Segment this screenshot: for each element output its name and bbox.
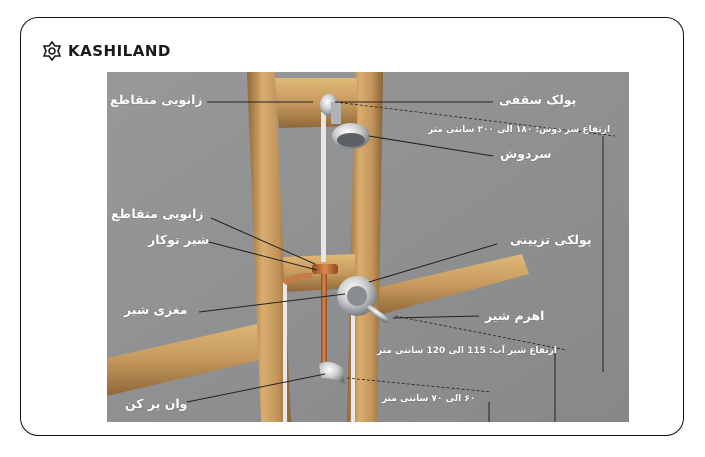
shower-arm: [331, 102, 341, 124]
pipe-right-down: [351, 312, 355, 422]
brand: KASHILAND: [42, 41, 171, 61]
label-ceiling-flange: پولک سقفی: [499, 92, 576, 107]
label-concealed-valve: شیر توکار: [148, 232, 209, 247]
label-decorative-flange: پولکی تزیینی: [510, 232, 592, 247]
label-shower-height: ارتفاع سر دوش: ۱۸۰ الی ۲۰۰ سانتی متر: [428, 125, 610, 135]
pipe-left-down: [283, 282, 287, 422]
copper-elbow: [312, 264, 338, 274]
label-elbow-mid: زانویی متقاطع: [111, 206, 204, 221]
label-valve-lever: اهرم شیر: [485, 308, 544, 323]
wood-block-top: [275, 78, 357, 128]
shower-head-face: [337, 133, 365, 147]
pipe-upper: [321, 112, 326, 262]
label-diverter: وان پر کن: [125, 396, 187, 411]
label-shower-head: سردوش: [500, 146, 552, 161]
label-elbow-top: زانویی متقاطع: [110, 92, 203, 107]
label-diverter-height: ۶۰ الی ۷۰ سانتی متر: [382, 394, 475, 404]
kashiland-logo-icon: [42, 41, 62, 61]
label-valve-height: ارتفاع شیر آب: 115 الی 120 سانتی متر: [377, 346, 557, 356]
copper-pipe-vertical: [321, 268, 327, 368]
brand-name: KASHILAND: [68, 42, 171, 60]
label-valve-core: مغزی شیر: [124, 302, 188, 317]
valve-core: [347, 286, 367, 306]
